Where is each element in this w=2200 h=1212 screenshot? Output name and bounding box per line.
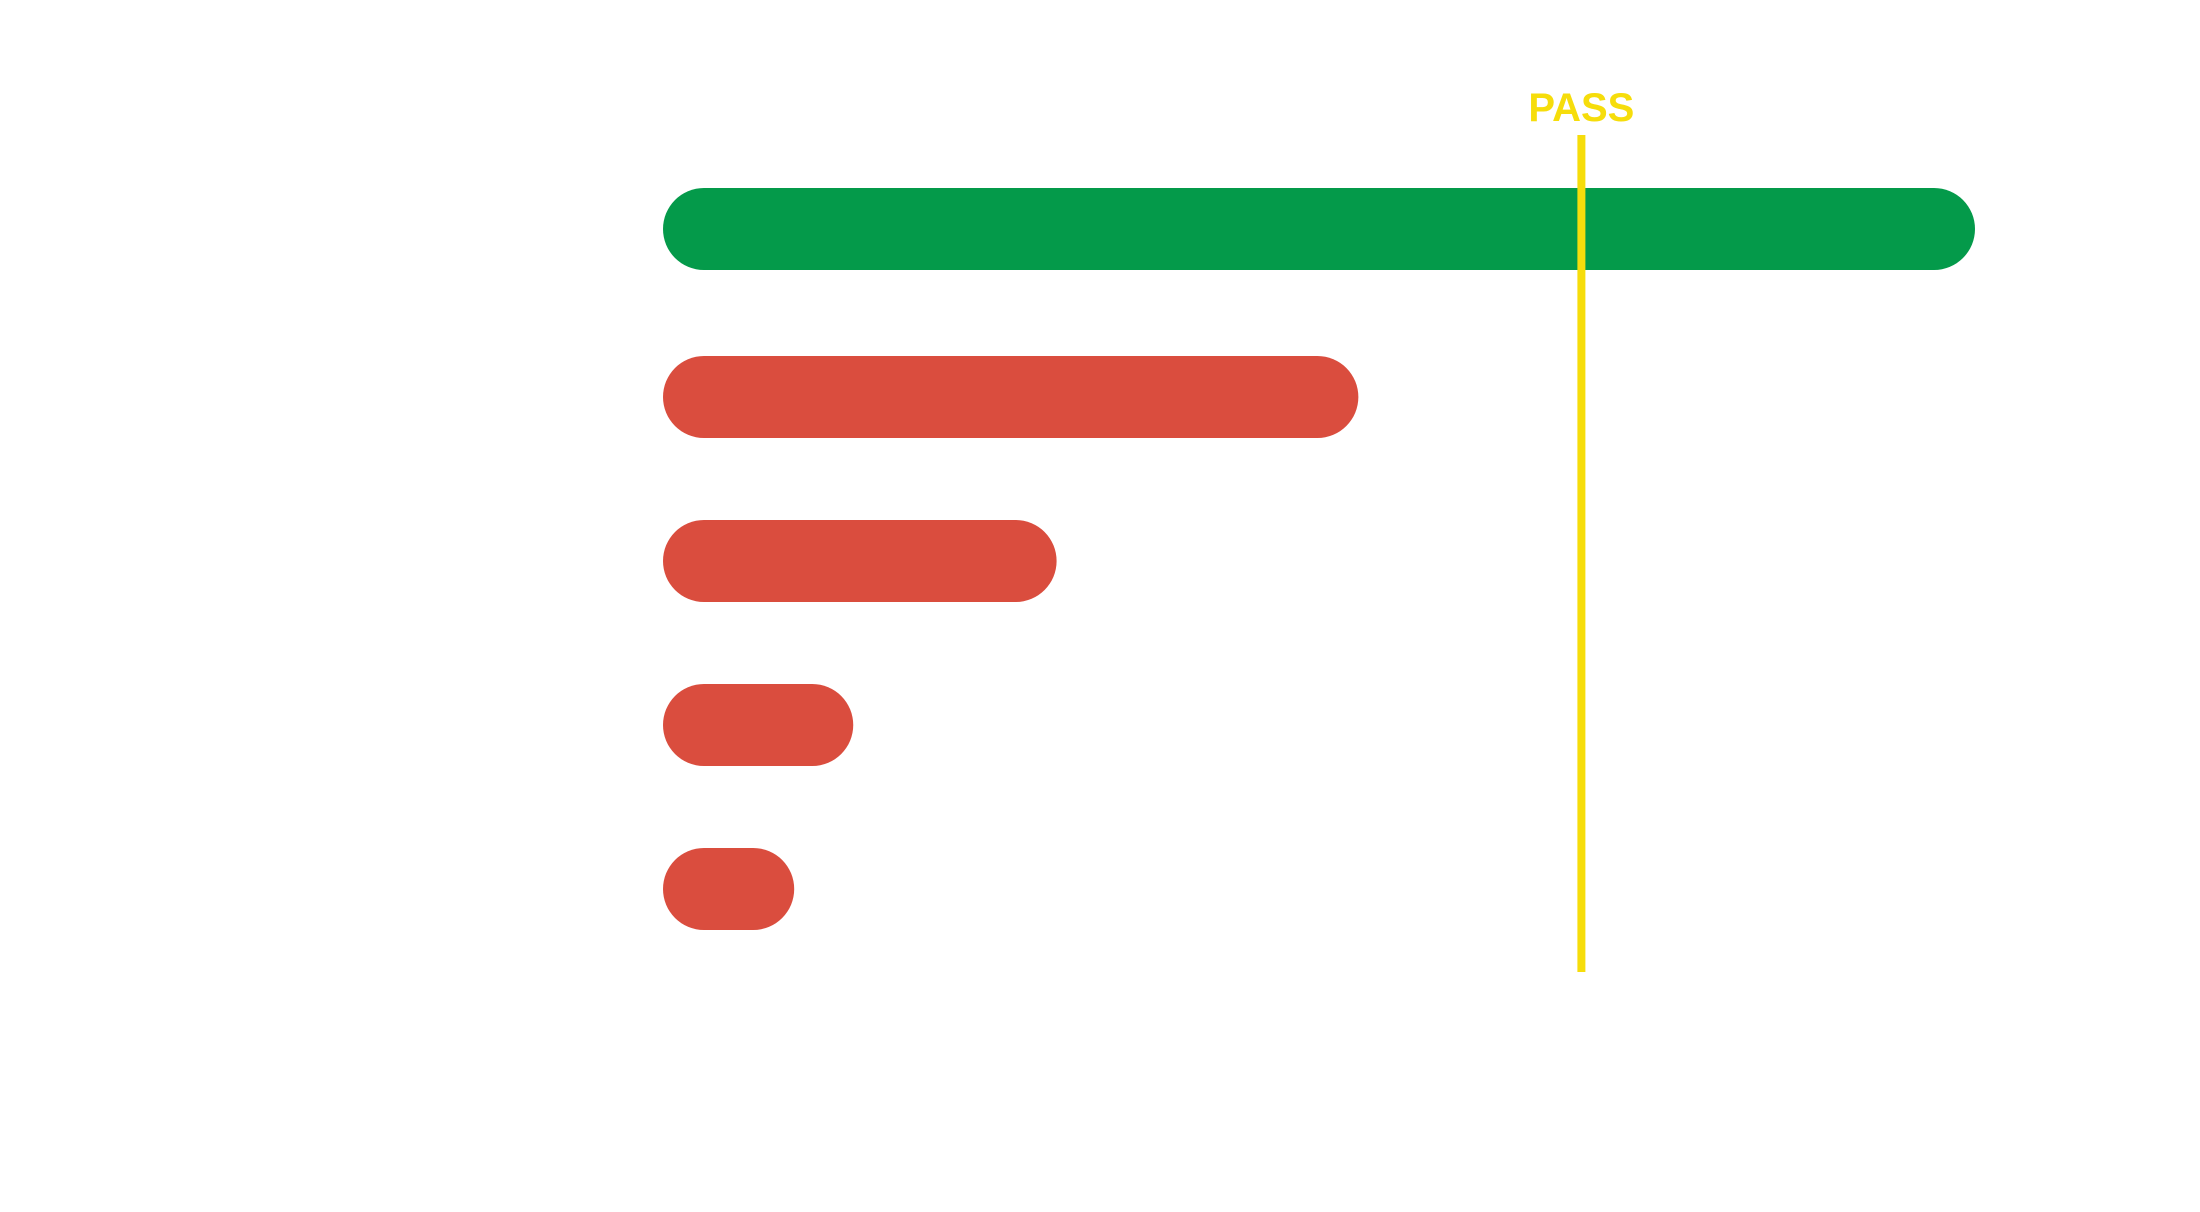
bar-1 xyxy=(663,188,1975,270)
bar-5 xyxy=(663,848,795,930)
bar-2 xyxy=(663,356,1359,438)
bar-3 xyxy=(663,520,1057,602)
threshold-label: PASS xyxy=(1528,86,1634,130)
bar-4 xyxy=(663,684,854,766)
bars-group xyxy=(663,188,1975,930)
threshold-group: PASS xyxy=(1528,86,1634,972)
